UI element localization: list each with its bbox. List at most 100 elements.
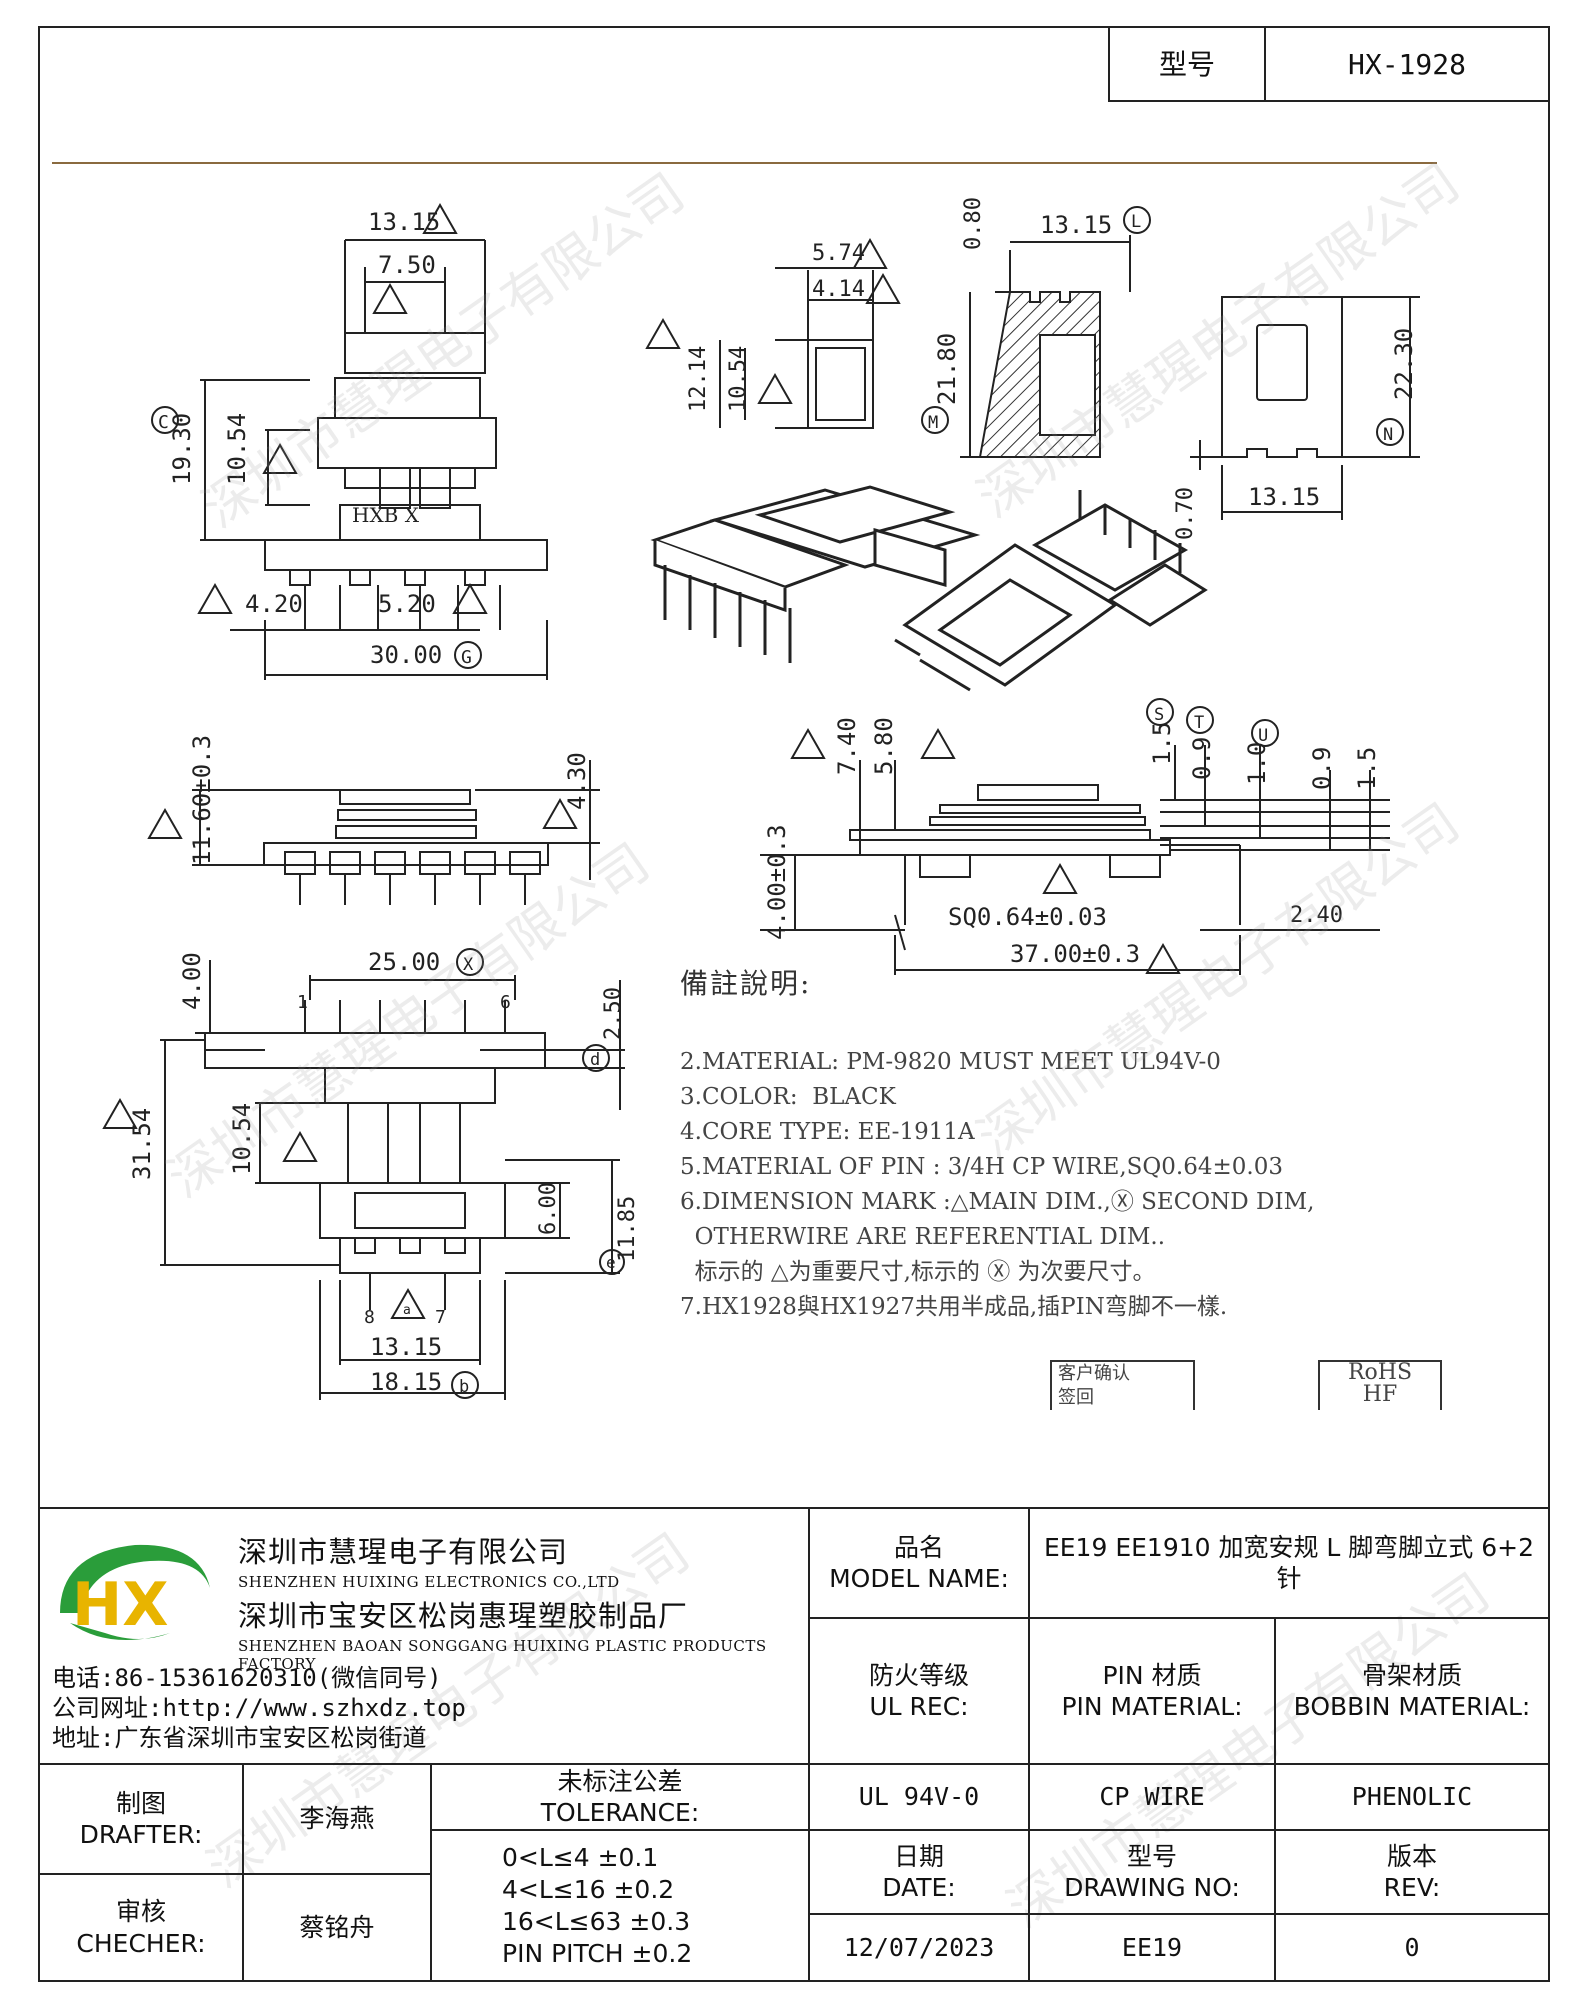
rev-value-cell: 0 bbox=[1274, 1913, 1550, 1982]
drafter-en: DRAFTER: bbox=[79, 1820, 203, 1849]
checker-name-cell: 蔡铭舟 bbox=[242, 1873, 432, 1982]
model-name-value: EE19 EE1910 加宽安规 L 脚弯脚立式 6+2 针 bbox=[1043, 1532, 1535, 1593]
pin-material-en: PIN MATERIAL: bbox=[1061, 1692, 1243, 1721]
pin-6: 6 bbox=[500, 992, 511, 1013]
dim-tube-inner: 4.14 bbox=[812, 277, 865, 302]
mark-d: d bbox=[590, 1050, 600, 1070]
dim-09a: 0.9 bbox=[1188, 737, 1216, 780]
core-hatched bbox=[960, 235, 1131, 458]
note-line: 4.CORE TYPE: EE-1911A bbox=[680, 1119, 975, 1145]
checker-cn: 审核 bbox=[115, 1897, 166, 1927]
dim-1315b: 13.15 bbox=[370, 1333, 442, 1361]
customer-confirm-line1: 客户确认 bbox=[1058, 1363, 1130, 1384]
company-name-cn: 深圳市慧瑆电子有限公司 bbox=[238, 1535, 569, 1569]
dim-1054b: 10.54 bbox=[228, 1103, 256, 1175]
drawing-no-cn: 型号 bbox=[1126, 1841, 1177, 1871]
drawing-no-en: DRAWING NO: bbox=[1064, 1873, 1240, 1902]
dim-1815: 18.15 bbox=[370, 1368, 442, 1396]
mark-b: b bbox=[459, 1377, 469, 1397]
mark-t: T bbox=[1194, 713, 1204, 733]
rev-en: REV: bbox=[1383, 1873, 1441, 1902]
customer-confirm-line2: 签回 bbox=[1058, 1387, 1094, 1408]
company-logo: HX bbox=[60, 1544, 210, 1641]
pin-7: 7 bbox=[435, 1307, 446, 1328]
dim-side-h: 11.60±0.3 bbox=[188, 735, 216, 865]
tolerance-line: PIN PITCH ±0.2 bbox=[502, 1938, 693, 1968]
rev-cn: 版本 bbox=[1386, 1841, 1437, 1871]
front-view bbox=[200, 239, 548, 680]
bottom-view bbox=[160, 960, 625, 1400]
dim-740: 7.40 bbox=[833, 717, 861, 775]
dim-bottom-width: 25.00 bbox=[368, 948, 440, 976]
note-line: OTHERWIRE ARE REFERENTIAL DIM.. bbox=[680, 1224, 1166, 1250]
header-rule bbox=[52, 162, 1437, 164]
company-website[interactable]: 公司网址:http://www.szhxdz.top bbox=[52, 1694, 466, 1722]
dim-pin-left: 4.20 bbox=[245, 590, 303, 618]
bobbin-material-value: PHENOLIC bbox=[1351, 1782, 1473, 1812]
dim-core2-gap: 0.70 bbox=[1173, 487, 1198, 540]
dim-580: 5.80 bbox=[870, 717, 898, 775]
core-plain bbox=[1190, 296, 1420, 520]
date-cn: 日期 bbox=[893, 1841, 944, 1871]
tolerance-line: 4<L≤16 ±0.2 bbox=[502, 1874, 675, 1904]
pin-1: 1 bbox=[297, 992, 308, 1013]
tolerance-en: TOLERANCE: bbox=[540, 1798, 700, 1827]
ul-en: UL REC: bbox=[869, 1692, 969, 1721]
drawing-no-value-cell: EE19 bbox=[1028, 1913, 1276, 1982]
company-info: HX 深圳市慧瑆电子有限公司 SHENZHEN HUIXING ELECTRON… bbox=[50, 1525, 810, 1765]
model-value-cell: HX-1928 bbox=[1264, 26, 1550, 102]
mark-u: U bbox=[1258, 726, 1268, 746]
dim-overall-width: 30.00 bbox=[370, 641, 442, 669]
tolerance-values-cell: 0<L≤4 ±0.1 4<L≤16 ±0.2 16<L≤63 ±0.3 PIN … bbox=[430, 1829, 810, 1982]
model-label: 型号 bbox=[1158, 47, 1215, 81]
dim-top-width: 13.15 bbox=[368, 208, 440, 236]
mark-s: S bbox=[1154, 705, 1164, 725]
note-line: 2.MATERIAL: PM-9820 MUST MEET UL94V-0 bbox=[680, 1049, 1221, 1075]
tolerance-cn: 未标注公差 bbox=[557, 1766, 683, 1796]
dim-10: 1.0 bbox=[1243, 742, 1271, 785]
mark-n: N bbox=[1383, 425, 1393, 445]
bobbin-material-en: BOBBIN MATERIAL: bbox=[1293, 1692, 1531, 1721]
right-side-view bbox=[760, 745, 1390, 975]
dim-core-width: 13.15 bbox=[1040, 211, 1112, 239]
checker-en: CHECHER: bbox=[76, 1928, 206, 1958]
dim-height-c: 19.30 bbox=[168, 413, 196, 485]
mark-e: e bbox=[606, 1253, 616, 1272]
mark-c: C bbox=[158, 412, 169, 433]
dim-core-top: 0.80 bbox=[961, 197, 986, 250]
dim-1185: 11.85 bbox=[615, 1196, 640, 1262]
pin-material-cn: PIN 材质 bbox=[1102, 1660, 1202, 1690]
note-line: 5.MATERIAL OF PIN : 3/4H CP WIRE,SQ0.64±… bbox=[680, 1154, 1283, 1180]
bobbin-material-cn: 骨架材质 bbox=[1361, 1660, 1462, 1690]
pin-material-value-cell: CP WIRE bbox=[1028, 1763, 1276, 1831]
factory-name-en: SHENZHEN BAOAN SONGGANG HUIXING PLASTIC … bbox=[238, 1637, 767, 1673]
company-phone: 电话:86-15361620310(微信同号) bbox=[52, 1664, 442, 1692]
date-value-cell: 12/07/2023 bbox=[808, 1913, 1030, 1982]
bobbin-material-value-cell: PHENOLIC bbox=[1274, 1763, 1550, 1831]
dim-inner-h: 10.54 bbox=[223, 413, 251, 485]
tolerance-line: 16<L≤63 ±0.3 bbox=[502, 1906, 691, 1936]
note-line: 标示的 △为重要尺寸,标示的 Ⓧ 为次要尺寸。 bbox=[680, 1259, 1156, 1285]
mark-g: G bbox=[461, 647, 472, 668]
technical-drawing: 13.15 7.50 19.30 10.54 HXB X 4.20 5.20 3… bbox=[102, 197, 1420, 1400]
side-view bbox=[192, 760, 600, 905]
notes-heading: 備註說明: bbox=[680, 967, 812, 1000]
dim-tube-h-outer: 12.14 bbox=[686, 346, 711, 412]
drafter-name-cell: 李海燕 bbox=[242, 1763, 432, 1875]
checker-name: 蔡铭舟 bbox=[299, 1912, 375, 1942]
factory-name-cn: 深圳市宝安区松岗惠瑆塑胶制品厂 bbox=[238, 1599, 689, 1633]
drafter-cn: 制图 bbox=[115, 1788, 166, 1818]
dim-len-total: 37.00±0.3 bbox=[1010, 940, 1140, 968]
dim-15b: 1.5 bbox=[1353, 747, 1381, 790]
drafter-name: 李海燕 bbox=[299, 1804, 375, 1834]
model-name-value-cell: EE19 EE1910 加宽安规 L 脚弯脚立式 6+2 针 bbox=[1028, 1507, 1550, 1619]
rohs-line1: RoHS bbox=[1347, 1360, 1413, 1385]
